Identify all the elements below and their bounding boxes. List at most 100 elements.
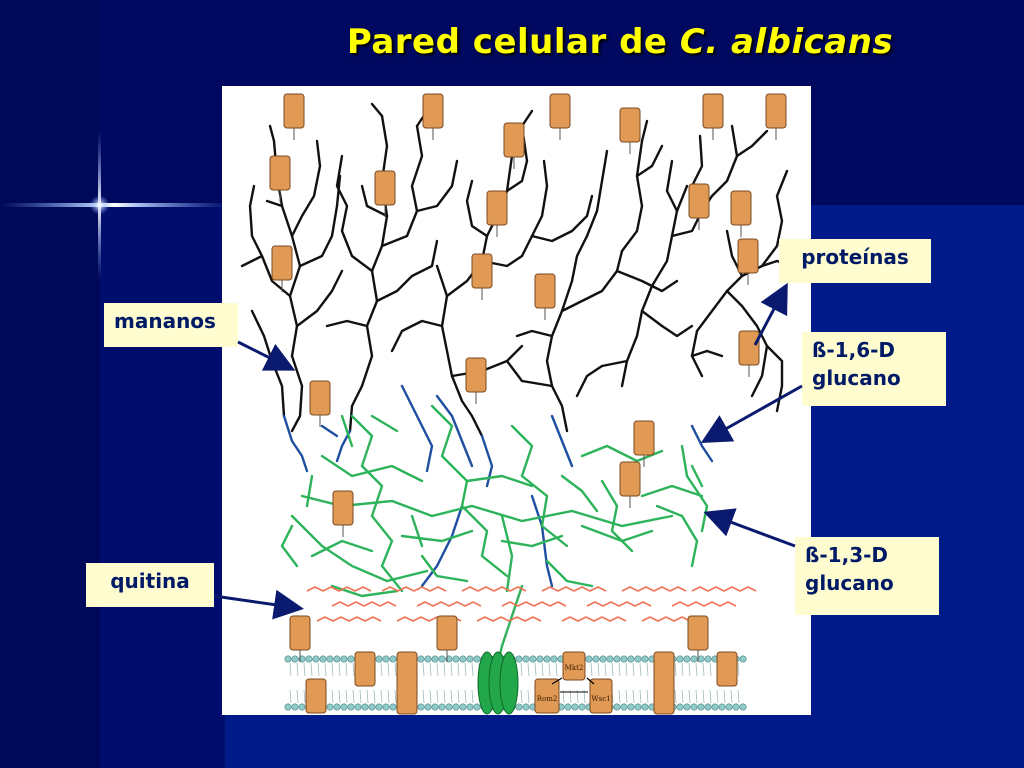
background-left (0, 0, 100, 768)
phospholipid-head (340, 703, 348, 711)
membrane-protein (305, 678, 327, 714)
label-quitina-text: quitina (110, 569, 190, 593)
label-proteinas: proteínas (779, 239, 931, 283)
wall-protein (619, 461, 641, 497)
phospholipid-head (417, 655, 425, 663)
background-inner-strip (100, 205, 225, 768)
phospholipid-head (326, 703, 334, 711)
phospholipid-head (375, 703, 383, 711)
phospholipid-head (634, 655, 642, 663)
phospholipid-head (298, 703, 306, 711)
phospholipid-head (473, 703, 481, 711)
phospholipid-head (459, 655, 467, 663)
rom2-label: Rom2 (537, 695, 558, 703)
phospholipid-head (305, 655, 313, 663)
label-beta16-line1: ß-1,6-D (812, 338, 896, 362)
wall-protein (503, 122, 525, 158)
beta16-glucan-chains (282, 384, 714, 588)
phospholipid-head (466, 703, 474, 711)
wall-protein (619, 107, 641, 143)
cell-wall-diagram-panel: Mkt2 Rom2 Wsc1 (222, 86, 811, 715)
phospholipid-head (613, 703, 621, 711)
phospholipid-head (739, 655, 747, 663)
phospholipid-head (445, 703, 453, 711)
phospholipid-head (284, 703, 292, 711)
wall-protein (730, 190, 752, 226)
wall-protein (687, 615, 709, 651)
phospholipid-head (522, 703, 530, 711)
mkc2-label: Mkt2 (565, 664, 584, 672)
label-quitina: quitina (86, 563, 214, 607)
wall-protein (534, 273, 556, 309)
phospholipid-head (578, 703, 586, 711)
phospholipid-head (697, 703, 705, 711)
label-beta16-glucan: ß-1,6-D glucano (802, 332, 946, 406)
phospholipid-head (291, 703, 299, 711)
cell-wall-proteins (269, 93, 787, 662)
phospholipid-head (333, 655, 341, 663)
phospholipid-head (634, 703, 642, 711)
title-main: Pared celular de (346, 22, 668, 62)
membrane-protein (396, 651, 418, 715)
wall-protein (549, 93, 571, 129)
phospholipid-head (718, 703, 726, 711)
wall-protein (283, 93, 305, 129)
phospholipid-head (312, 655, 320, 663)
phospholipid-head (641, 703, 649, 711)
wall-protein (738, 330, 760, 366)
wall-protein (486, 190, 508, 226)
phospholipid-head (515, 655, 523, 663)
phospholipid-head (431, 703, 439, 711)
phospholipid-head (599, 655, 607, 663)
beta13-glucan-network (280, 404, 709, 668)
membrane-protein (653, 651, 675, 715)
phospholipid-head (515, 703, 523, 711)
membrane-protein (716, 651, 738, 687)
phospholipid-head (284, 655, 292, 663)
phospholipid-head (431, 655, 439, 663)
arrow-quitina (213, 589, 304, 620)
label-beta13-line2: glucano (805, 571, 894, 595)
phospholipid-head (438, 703, 446, 711)
cell-wall-diagram: Mkt2 Rom2 Wsc1 (240, 93, 794, 715)
phospholipid-head (564, 703, 572, 711)
phospholipid-head (606, 655, 614, 663)
phospholipid-head (711, 703, 719, 711)
rom2-protein (534, 678, 560, 714)
phospholipid-head (739, 703, 747, 711)
phospholipid-head (571, 703, 579, 711)
wall-protein (765, 93, 787, 129)
phospholipid-head (326, 655, 334, 663)
phospholipid-head (466, 655, 474, 663)
phospholipid-head (676, 655, 684, 663)
phospholipid-head (389, 655, 397, 663)
wall-protein (269, 155, 291, 191)
wall-protein (688, 183, 710, 219)
wall-protein (436, 615, 458, 651)
wall-sensor-protein (477, 651, 519, 715)
arrow-mananos (237, 340, 296, 371)
membrane-protein (354, 651, 376, 687)
phospholipid-head (676, 703, 684, 711)
phospholipid-head (424, 703, 432, 711)
phospholipid-head (704, 703, 712, 711)
label-beta16-line2: glucano (812, 366, 901, 390)
phospholipid-head (361, 703, 369, 711)
phospholipid-head (382, 703, 390, 711)
phospholipid-head (417, 703, 425, 711)
phospholipid-head (704, 655, 712, 663)
phospholipid-head (333, 703, 341, 711)
phospholipid-head (536, 655, 544, 663)
phospholipid-head (529, 655, 537, 663)
wall-protein (309, 380, 331, 416)
wall-protein (737, 238, 759, 274)
phospholipid-head (690, 655, 698, 663)
phospholipid-head (452, 655, 460, 663)
wall-protein (374, 170, 396, 206)
mannan-network (240, 102, 794, 438)
wall-protein (465, 357, 487, 393)
label-mananos-text: mananos (114, 309, 216, 333)
wall-protein (702, 93, 724, 129)
phospholipid-head (438, 655, 446, 663)
phospholipid-head (627, 655, 635, 663)
